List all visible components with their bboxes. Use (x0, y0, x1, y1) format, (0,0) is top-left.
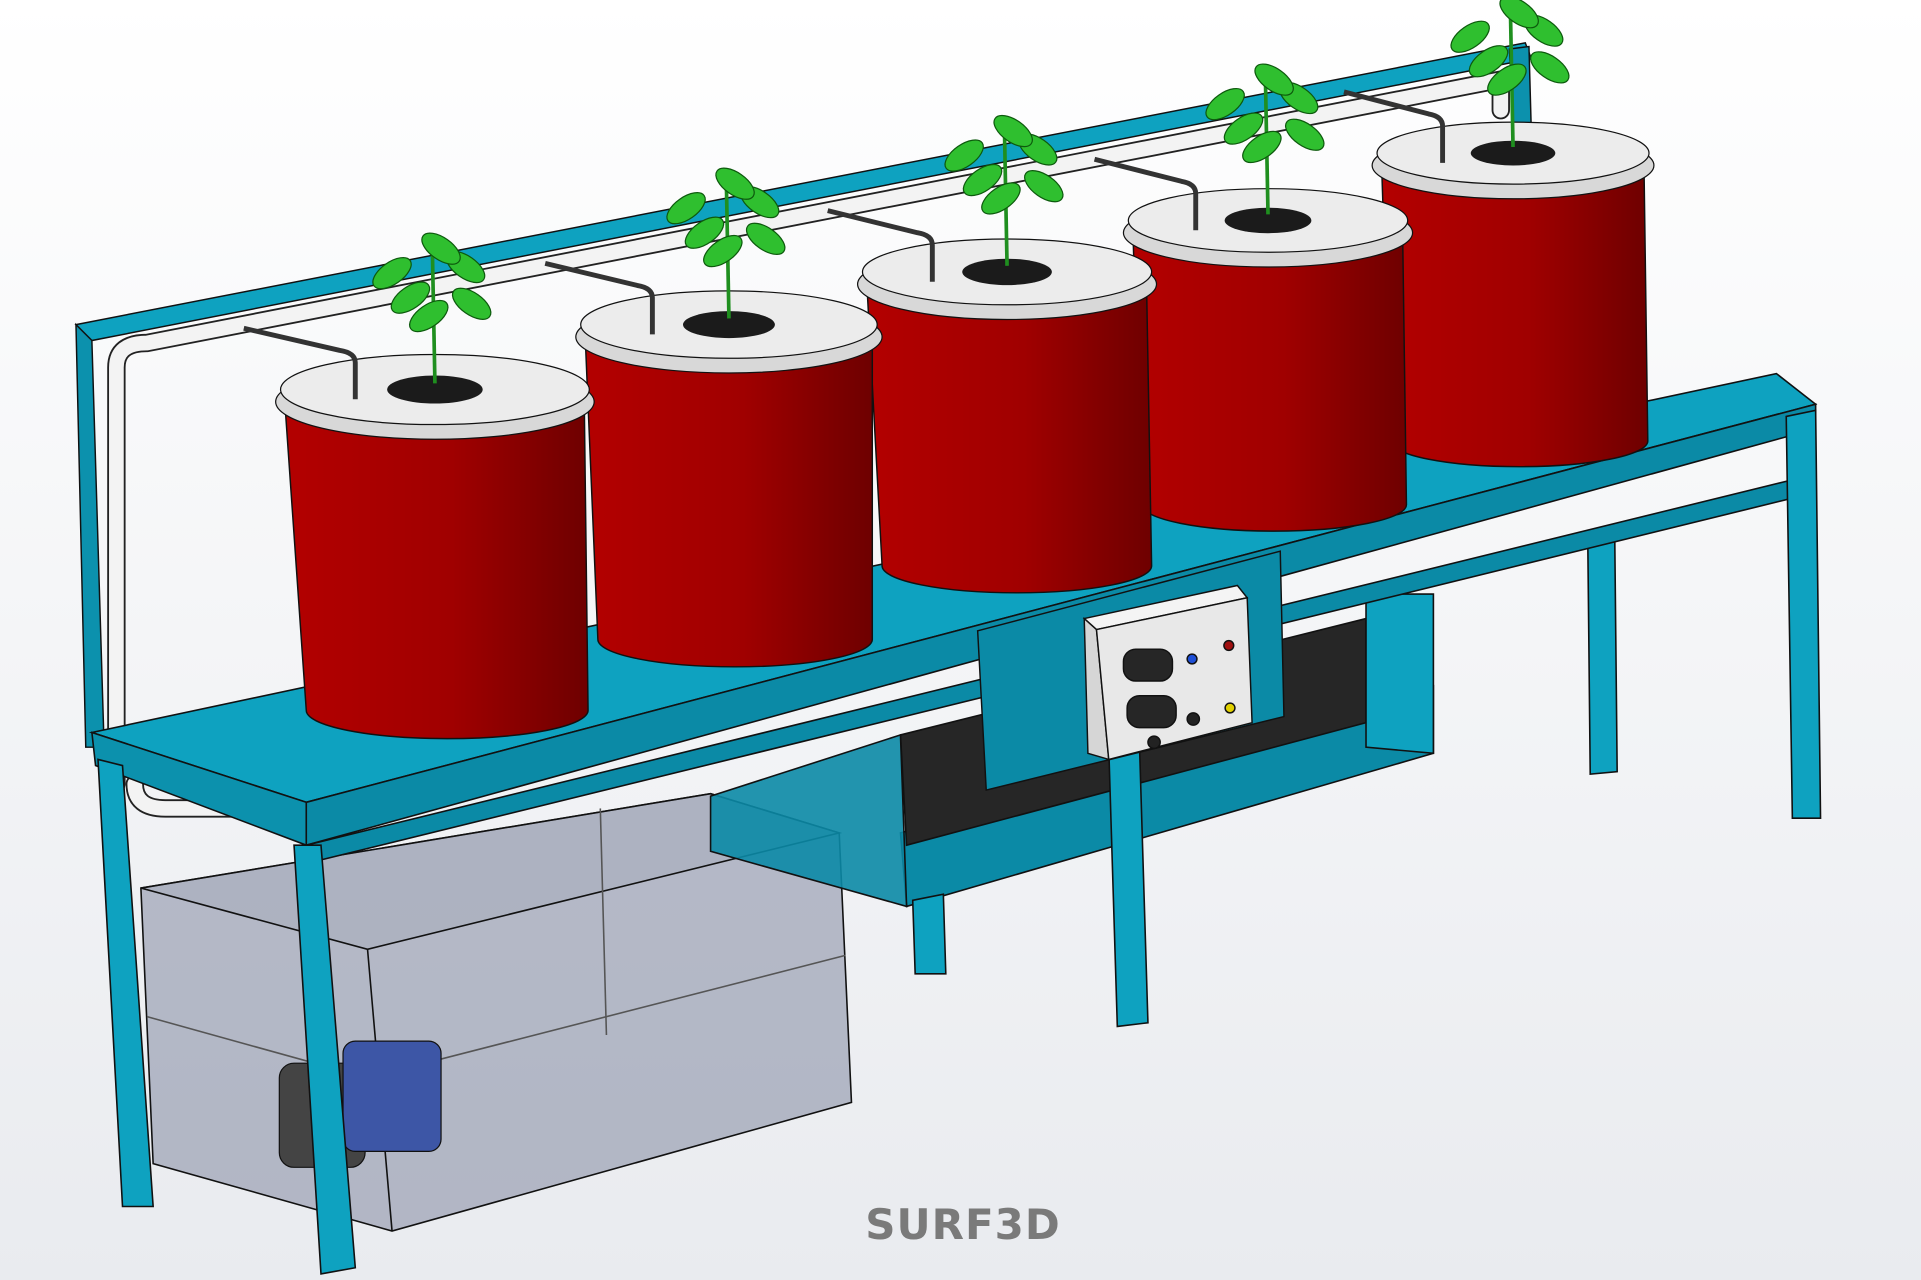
red-button (1223, 639, 1235, 652)
net-pot (683, 311, 775, 339)
leaf (421, 232, 461, 265)
bucket-body (584, 345, 874, 668)
bucket-body (284, 410, 589, 740)
net-pot (1470, 140, 1556, 166)
blue-button (1186, 653, 1198, 665)
leaf (715, 167, 755, 200)
bucket-body (1132, 241, 1408, 532)
water-pipe (107, 68, 1510, 818)
leaf (1285, 118, 1325, 151)
yellow-button (1224, 702, 1236, 714)
leaf (745, 222, 786, 256)
leaf (1242, 130, 1282, 164)
leaf (409, 299, 449, 333)
plant-5 (1450, 0, 1570, 148)
leaf (1223, 112, 1264, 145)
buckets (243, 0, 1655, 740)
leaf (1254, 63, 1294, 96)
plant-3 (944, 114, 1064, 266)
display-bottom (1126, 694, 1177, 729)
bucket-4 (1093, 63, 1414, 532)
leaf (993, 114, 1033, 148)
drip-line (243, 325, 358, 400)
leaf (703, 234, 743, 268)
leaf (981, 182, 1021, 215)
leaf (1205, 87, 1245, 121)
leaf (1450, 20, 1490, 53)
power-knob (1147, 735, 1161, 750)
leaf (1024, 170, 1064, 203)
drip-line (1343, 89, 1446, 163)
drip-line (1093, 156, 1199, 231)
bucket-body (1381, 174, 1649, 468)
control-panel (976, 550, 1285, 791)
leaf (1530, 51, 1570, 84)
bucket-2 (544, 167, 883, 668)
bucket-body (866, 293, 1153, 594)
leaf (962, 163, 1003, 197)
bucket-3 (827, 114, 1158, 594)
drip-line (827, 208, 935, 282)
leaf (451, 287, 492, 320)
leaf (944, 139, 984, 172)
net-pot (1224, 207, 1312, 234)
leaf (372, 256, 412, 290)
watermark-logo: SURF3D (865, 1200, 1061, 1249)
leaf (684, 216, 725, 249)
display-top (1122, 648, 1174, 682)
plant-2 (666, 167, 786, 319)
plant-4 (1205, 63, 1325, 215)
plant-1 (372, 232, 492, 384)
leaf (1499, 0, 1539, 29)
leaf (1468, 45, 1509, 78)
bucket-5 (1343, 0, 1655, 468)
drip-line (544, 260, 655, 335)
leaf (666, 192, 706, 225)
black-button (1186, 712, 1201, 726)
leaf (1487, 63, 1527, 96)
net-pot (962, 258, 1052, 286)
leaf (390, 281, 431, 314)
bucket-1 (243, 232, 595, 740)
net-pot (387, 375, 483, 404)
